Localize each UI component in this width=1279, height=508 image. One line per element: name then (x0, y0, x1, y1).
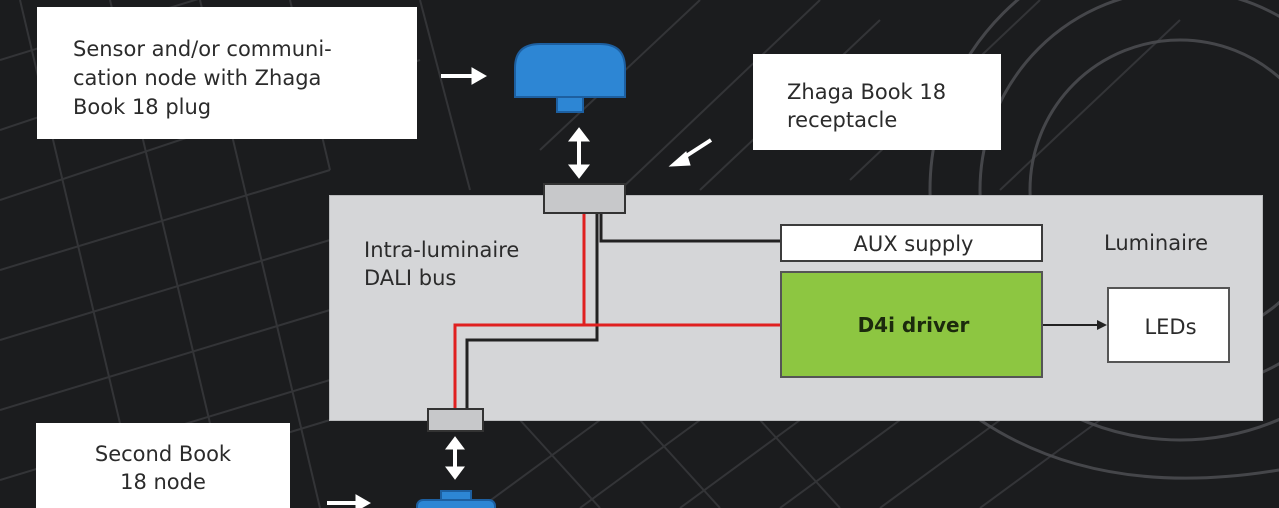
aux-wire (599, 214, 780, 243)
second-node-note: Second Book 18 node (36, 423, 290, 508)
second-note-line2: 18 node (120, 470, 206, 494)
sensor-note-line3: Book 18 plug (73, 95, 212, 119)
sensor-note-line2: cation node with Zhaga (73, 66, 322, 90)
leds-label: LEDs (1144, 315, 1197, 339)
sensor-note-line1: Sensor and/or communi- (73, 37, 332, 61)
sensor-node-note: Sensor and/or communi- cation node with … (37, 7, 417, 139)
top-receptacle (543, 183, 626, 214)
second-sensor-node-icon (416, 490, 496, 508)
receptacle-note-line2: receptacle (787, 108, 898, 132)
dali-bus-label-line2: DALI bus (364, 266, 457, 290)
sensor-node-icon (514, 43, 626, 113)
receptacle-note-line1: Zhaga Book 18 (787, 80, 947, 104)
d4i-driver-label: D4i driver (857, 313, 970, 337)
receptacle-note: Zhaga Book 18 receptacle (753, 54, 1001, 150)
aux-supply-label: AUX supply (853, 232, 974, 256)
arrow-icon-receptacle (668, 138, 713, 167)
leds-box: LEDs (1107, 287, 1230, 363)
double-arrow-icon-top (567, 127, 591, 179)
aux-supply-box: AUX supply (780, 224, 1043, 262)
arrow-icon-second (327, 494, 372, 508)
luminaire-title: Luminaire (1104, 231, 1209, 255)
d4i-driver-box: D4i driver (780, 271, 1043, 378)
driver-to-leds-arrowhead (1097, 320, 1107, 330)
dali-bus-wire-black (465, 214, 599, 408)
dali-bus-wire-red-down (453, 323, 584, 408)
bottom-receptacle (427, 408, 484, 432)
double-arrow-icon-bottom (445, 436, 465, 480)
dali-bus-label-line1: Intra-luminaire (364, 238, 520, 262)
second-note-line1: Second Book (94, 442, 232, 466)
arrow-icon-sensor (441, 67, 488, 85)
